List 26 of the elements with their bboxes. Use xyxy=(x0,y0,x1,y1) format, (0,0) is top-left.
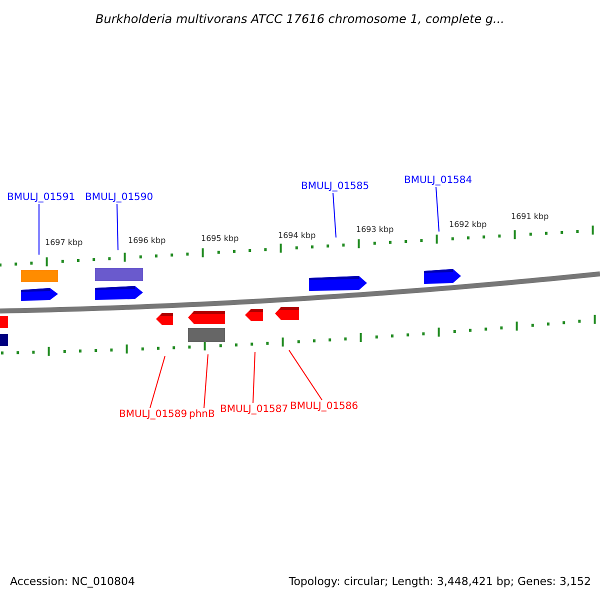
footer-text: Accession: NC_010804 xyxy=(10,574,136,590)
tick-label: 1694 kbp xyxy=(278,230,316,242)
gene-label: phnB xyxy=(189,408,215,421)
leader-line xyxy=(116,204,118,251)
gene-label: BMULJ_01587 xyxy=(220,403,288,416)
tick-label: 1693 kbp xyxy=(356,224,394,236)
gene-label: BMULJ_01589 xyxy=(119,408,188,421)
leader-line xyxy=(150,356,166,408)
leader-line xyxy=(252,352,256,404)
leader-line xyxy=(288,350,322,400)
tick-label: 1697 kbp xyxy=(45,237,83,249)
tick-label: 1692 kbp xyxy=(449,219,487,231)
leader-line xyxy=(332,192,336,238)
gene-label: BMULJ_01590 xyxy=(85,191,154,204)
gene-label: BMULJ_01586 xyxy=(290,400,358,413)
gene-label: BMULJ_01591 xyxy=(7,191,76,204)
tick-label: 1695 kbp xyxy=(201,233,239,245)
tick-label: 1696 kbp xyxy=(128,235,166,247)
gene-label: BMULJ_01584 xyxy=(404,174,472,187)
leader-line xyxy=(204,354,208,408)
footer-text: Topology: circular; Length: 3,448,421 bp; Genes: 3,152 xyxy=(288,574,591,590)
title: Burkholderia multivorans ATCC 17616 chromosome 1, complete g... xyxy=(94,11,506,28)
leader-line xyxy=(38,204,40,256)
tick-label: 1691 kbp xyxy=(511,211,549,223)
gene-label: BMULJ_01585 xyxy=(301,180,370,193)
leader-line xyxy=(436,186,440,232)
